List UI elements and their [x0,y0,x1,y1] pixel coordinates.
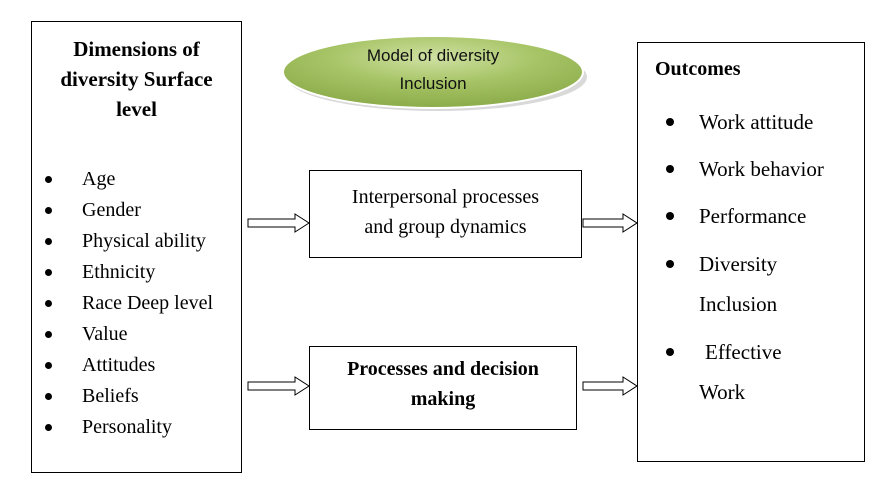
bullet-icon [45,331,52,338]
bullet-icon [666,165,674,173]
list-item-label: Ethnicity [82,261,156,283]
interpersonal-processes-box: Interpersonal processes and group dynami… [309,170,582,258]
arrow-right-icon [582,213,638,233]
bullet-icon [45,269,52,276]
outcome-label: Performance [699,204,807,228]
interpersonal-line2: and group dynamics [364,216,527,238]
model-title-line2: Inclusion [399,74,467,93]
list-item-label: Personality [82,416,172,438]
dimensions-box: Dimensions of diversity Surface level Ag… [31,21,242,473]
bullet-icon [45,176,52,183]
bullet-icon [666,212,674,220]
model-title-text: Model of diversity Inclusion [283,42,583,98]
list-item-label: Attitudes [82,354,156,376]
list-item-label: Physical ability [82,230,206,252]
outcome-label: Diversity [699,252,778,276]
arrow-right-icon [582,376,638,396]
bullet-icon [45,207,52,214]
outcome-label: Effective [705,340,782,364]
bullet-icon [666,260,674,268]
list-item-label: Beliefs [82,385,139,407]
bullet-icon [45,362,52,369]
decision-line2: making [410,388,476,410]
dimensions-title-line3: level [116,97,157,121]
outcome-label-line2: Inclusion [699,292,778,316]
ellipse-shape [282,35,587,111]
model-title-ellipse: Model of diversity Inclusion [282,32,603,114]
list-item: Work attitude [666,102,813,142]
bullet-icon [666,348,674,356]
decision-making-text: Processes and decision making [310,354,576,414]
arrow-right-icon [247,376,310,396]
bullet-icon [666,118,674,126]
dimensions-title-line2: diversity Surface [60,67,213,91]
list-item: Performance [666,196,806,236]
list-item: Diversity Inclusion [666,244,777,324]
outcomes-title: Outcomes [655,58,741,80]
outcome-label: Work attitude [699,110,814,134]
outcomes-box: Outcomes Work attitude Work behavior Per… [637,42,865,462]
outcome-label-line2: Work [699,380,746,404]
list-item: Effective Work [666,332,782,412]
decision-line1: Processes and decision [347,358,539,380]
list-item: Work behavior [666,149,824,189]
model-title-line1: Model of diversity [366,46,500,65]
arrow-right-icon [247,213,310,233]
decision-making-box: Processes and decision making [309,346,577,430]
outcome-label: Work behavior [699,157,824,181]
interpersonal-line1: Interpersonal processes [351,186,540,208]
list-item-label: Age [82,168,116,190]
list-item-label: Gender [82,199,141,221]
list-item-label: Race Deep level [82,292,214,314]
bullet-icon [45,424,52,431]
list-item-label: Value [82,323,128,345]
bullet-icon [45,238,52,245]
bullet-icon [45,300,52,307]
interpersonal-processes-text: Interpersonal processes and group dynami… [310,182,581,242]
dimensions-title-line1: Dimensions of [73,37,200,61]
dimensions-title: Dimensions of diversity Surface level [32,34,241,124]
bullet-icon [45,393,52,400]
